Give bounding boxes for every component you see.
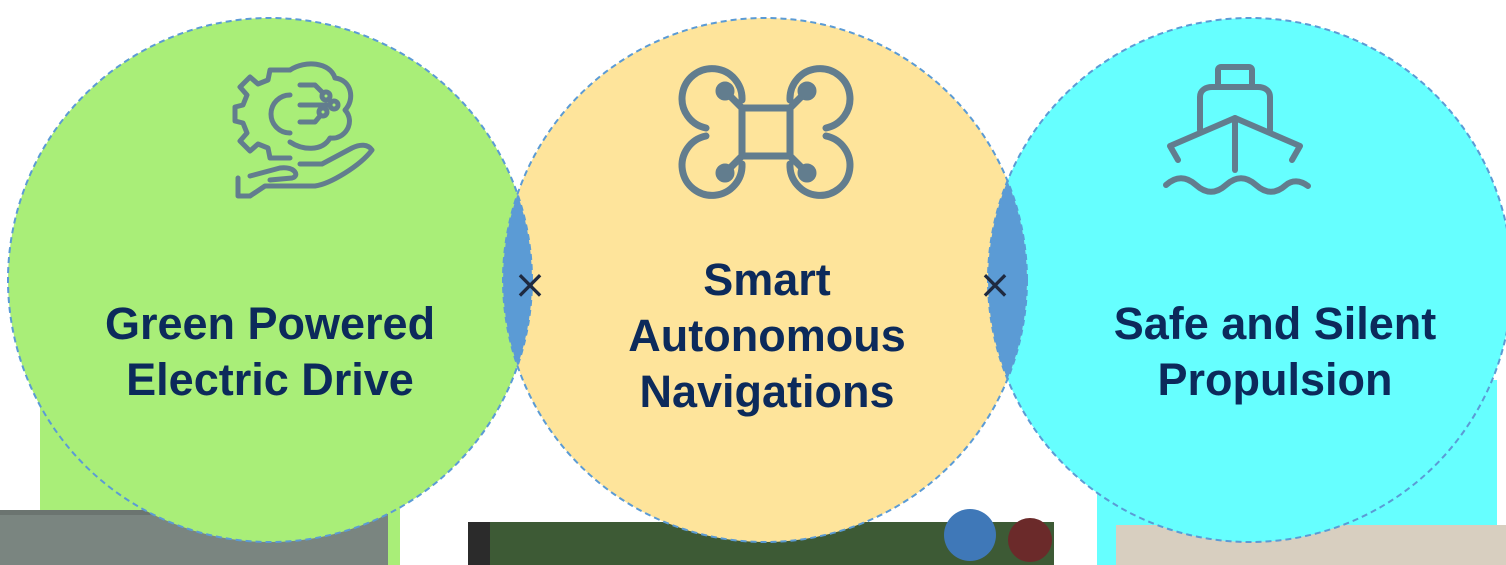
label-cyan: Safe and Silent Propulsion	[1114, 296, 1437, 408]
label-green-line1: Green Powered	[104, 298, 436, 349]
times-icon-left: ×	[513, 262, 547, 308]
label-green-line2: Electric Drive	[126, 354, 414, 405]
label-yellow-line1: Smart	[703, 254, 831, 305]
label-green: Green Powered Electric Drive	[105, 296, 435, 408]
green-circle	[8, 18, 532, 542]
label-yellow-line3: Navigations	[639, 366, 895, 417]
drone-icon	[678, 65, 854, 199]
times-icon-right: ×	[978, 262, 1012, 308]
yellow-circle	[503, 18, 1027, 542]
label-cyan-line1: Safe and Silent	[1113, 298, 1437, 349]
label-yellow: Smart Autonomous Navigations	[628, 252, 905, 420]
hand-gear-brain-icon	[232, 61, 375, 199]
label-yellow-line2: Autonomous	[628, 310, 906, 361]
label-cyan-line2: Propulsion	[1157, 354, 1393, 405]
cyan-circle	[988, 18, 1506, 542]
ship-icon	[1163, 64, 1311, 195]
